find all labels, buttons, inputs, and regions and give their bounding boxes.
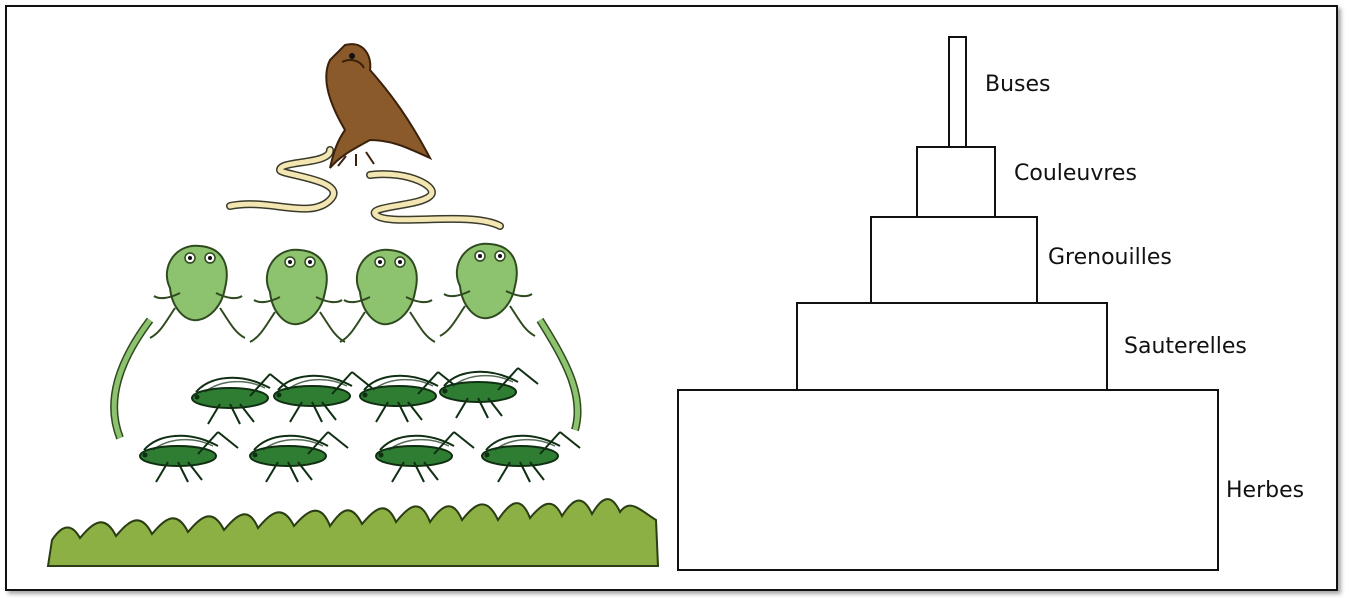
- pyramid-label-herbes: Herbes: [1226, 478, 1304, 503]
- frog-icon: [150, 246, 245, 338]
- pyramid-level-herbes: [678, 390, 1218, 570]
- pyramid-label-couleuvres: Couleuvres: [1014, 161, 1137, 186]
- pyramid-level-grenouilles: [871, 217, 1037, 303]
- hawk-icon: [326, 44, 430, 168]
- frog-icon: [340, 250, 435, 342]
- pyramid-label-buses: Buses: [985, 72, 1051, 97]
- pyramid-level-couleuvres: [917, 147, 995, 217]
- grasshopper-icon: [482, 432, 580, 482]
- grass-icon: [48, 499, 658, 566]
- pyramid-level-sauterelles: [797, 303, 1107, 390]
- grasshopper-icon: [376, 432, 474, 482]
- pyramid-label-sauterelles: Sauterelles: [1124, 334, 1247, 359]
- frog-icon: [440, 244, 535, 336]
- grasshopper-icon: [250, 432, 348, 482]
- ecological-pyramid: Buses Couleuvres Grenouilles Sauterelles…: [678, 37, 1304, 570]
- pyramid-label-grenouilles: Grenouilles: [1048, 245, 1172, 270]
- grasshopper-icon: [274, 372, 372, 422]
- pyramid-level-buses: [949, 37, 966, 147]
- grasshopper-icon: [140, 432, 238, 482]
- frog-icon: [250, 250, 345, 342]
- grasshopper-icon: [440, 368, 538, 418]
